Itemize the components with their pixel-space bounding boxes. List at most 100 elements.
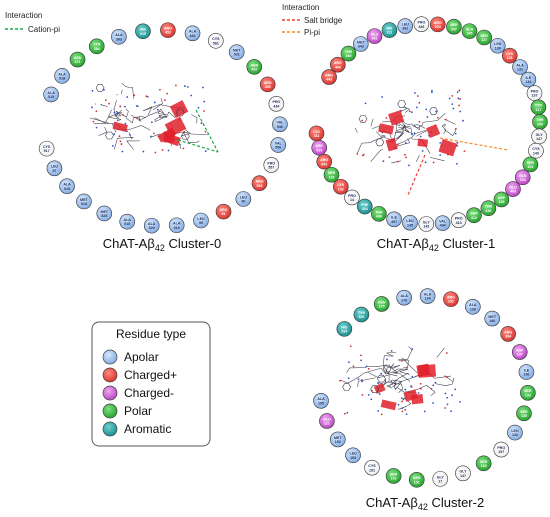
residue-number: 432 [251,67,257,71]
residue-number: 134 [525,80,531,84]
legend-label: Charged- [124,386,174,400]
ligand-atom [361,393,364,396]
residue-circle [96,205,113,222]
residue-circle [251,175,268,192]
ligand-ring [105,131,114,140]
ligand-bond [418,124,426,129]
residue-circle [461,23,478,39]
residue-name: PHE [361,203,369,207]
residue-name: GLY [536,133,544,137]
ligand-bond [441,125,447,131]
ligand-bond [430,156,433,159]
ligand-bond [339,379,348,384]
residue-name: ASN [250,63,258,67]
residue-name: ALA [516,63,524,67]
ligand-bond [130,114,141,122]
ligand-bond [376,131,381,137]
ligand-atom [416,95,419,97]
ligand-atom [129,133,131,136]
ligand-atom [146,95,149,98]
residue-name: GLY [437,475,445,479]
ligand-bond [399,124,407,128]
residue-circle [313,393,329,409]
residue-circle [516,405,532,422]
ligand-bond [121,82,126,87]
residue-circle [330,56,346,73]
legend-label: Apolar [124,350,159,364]
ligand-ring [375,138,385,147]
ligand-atom [204,150,207,153]
ligand-bond [437,113,446,121]
legend-label: Aromatic [124,422,171,436]
ligand-bond [154,115,169,122]
ligand-bond [391,379,402,382]
residue-name: ALA [317,397,325,401]
ligand-bond [116,93,118,96]
ligand-bond [386,382,397,387]
residue-circle [419,288,436,304]
ligand-bond [125,117,133,124]
residue-number: 392 [402,27,408,31]
residue-circle [143,217,160,234]
ligand-atom [377,410,380,412]
residue-circle [518,364,535,380]
residue-circle [263,157,280,173]
ligand-atom [113,111,116,114]
ligand-bond [125,86,131,89]
residue-number: 412 [471,216,477,220]
legend-item: Charged- [102,385,174,401]
residue-name: GLU [323,417,331,421]
residue-name: HIS [341,325,348,329]
residue-number: 453 [165,31,171,35]
residue-name: ARG [447,296,455,300]
legend-swatch [102,367,118,383]
ligand-bond [406,403,411,407]
ligand-atom [360,354,362,357]
ligand-atom [367,367,370,370]
residue-number: 91 [222,212,226,216]
ligand-atom [121,150,124,153]
ligand-atom [200,122,203,124]
residue-circle [193,212,209,229]
ligand-exposure [411,393,424,405]
ligand-atom [401,410,404,413]
ligand-bond [404,109,410,113]
ligand-bond [395,130,404,133]
residue-circle [54,68,70,84]
ligand-bond [436,347,445,358]
residue-circle [432,471,449,487]
ligand-bond [358,372,365,378]
residue-number: 524 [341,329,347,333]
ligand-atom [445,352,448,354]
residue-number: 581 [213,41,219,45]
ligand-atom [163,99,166,102]
ligand-atom [360,359,363,362]
residue-number: 154 [481,464,487,468]
ligand-atom [203,100,206,103]
ligand-bond [435,383,446,386]
residue-circle [333,178,349,195]
ligand-atom [463,150,466,153]
interaction-legend-cluster-0: Interaction Cation-pi [5,11,60,34]
ligand-atom [361,154,364,157]
cation-pi-line [195,109,219,153]
residue-number: 520 [149,226,155,230]
residue-circle [135,23,151,40]
residue-number: 345 [467,32,473,36]
ligand-atom [430,91,433,94]
ligand-atom [423,410,426,413]
ligand-bond [143,106,153,112]
ligand-bond [393,381,397,388]
